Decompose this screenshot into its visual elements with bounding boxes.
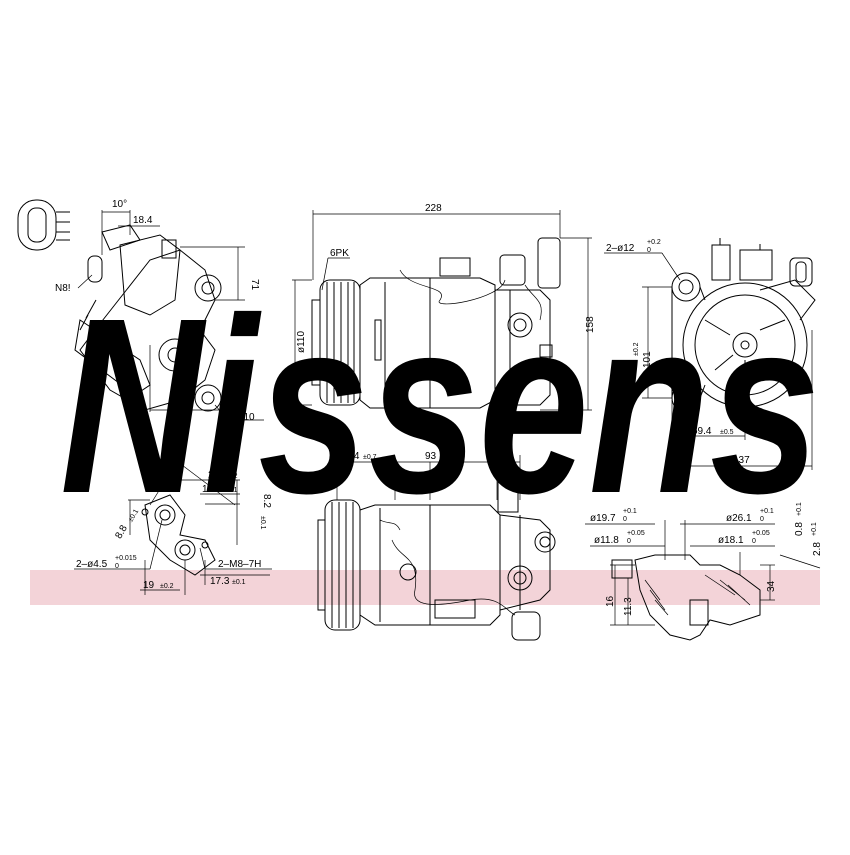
label-22-tol: ±0.2 [224,473,238,480]
label-0-8: 0.8 [794,522,805,536]
label-71: 71 [249,279,260,291]
label-93-tol-up: +0.4 [440,447,454,454]
label-d11-8-tol-up: +0.05 [627,530,645,537]
label-d26-1-tol-up: +0.1 [760,508,774,515]
section-detail: ø19.7 +0.1 0 ø26.1 +0.1 0 0.8 +0.1 ø11.8… [585,502,823,641]
label-d4-5-tol-up: +0.015 [115,555,137,562]
label-22: 22 [208,470,220,481]
side-view-bottom: 58.4 ±0.7 93 +0.4 0 20 14 21.6 [317,447,560,641]
label-59-4-tol: ±0.5 [720,429,734,436]
label-17-3: 17.3 [210,576,230,587]
label-19-7a: 19.7 [202,484,222,495]
label-101-tol: ±0.2 [633,342,640,356]
label-0-8-tol-up: +0.1 [796,502,803,516]
label-101: 101 [642,351,653,368]
rear-view: N8! 10° 18.4 71 2–M10 [17,199,264,423]
nissens-watermark: Nissens [60,266,820,545]
label-17-3-tol: ±0.1 [232,579,246,586]
label-10-deg: 10° [112,199,127,210]
label-21-6: 21.6 [530,471,550,482]
label-d19-7b-tol-up: +0.1 [623,508,637,515]
label-d26-1: ø26.1 [726,513,752,524]
label-18-4: 18.4 [133,215,153,226]
label-n8: N8! [55,283,71,294]
label-2-d12: 2–ø12 [606,243,635,254]
label-14: 14 [409,471,421,482]
label-2-d12-tol-up: +0.2 [647,239,661,246]
label-34: 34 [766,580,777,592]
label-d18-1-tol-lo: 0 [752,538,756,545]
label-d26-1-tol-lo: 0 [760,516,764,523]
label-20: 20 [501,451,513,462]
label-2-m10: 2–M10 [224,412,255,423]
label-58-4: 58.4 [340,451,360,462]
front-view: 2–ø12 +0.2 0 101 ±0.2 59.4 ±0.5 [604,238,816,470]
label-d110: ø110 [296,331,307,353]
label-d11-8: ø11.8 [594,535,619,546]
label-d19-7b: ø19.7 [590,513,616,524]
label-19: 19 [143,580,155,591]
mount-hole-top [194,274,222,302]
label-93: 93 [425,451,437,462]
label-16: 16 [605,595,616,607]
label-93-tol-lo: 0 [440,455,444,462]
label-d18-1: ø18.1 [718,535,744,546]
label-19-7a-tol: ±0.1 [224,487,238,494]
label-d18-1-tol-up: +0.05 [752,530,770,537]
label-2-d4-5: 2–ø4.5 [76,559,108,570]
connector-icon [17,199,70,251]
label-d11-8-tol-lo: 0 [627,538,631,545]
label-58-4-tol: ±0.7 [363,454,377,461]
label-11-3: 11.3 [623,597,634,616]
label-d4-5-tol-lo: 0 [115,563,119,570]
mount-hole-bottom [194,384,222,412]
label-6pk: 6PK [330,248,349,259]
label-137: 137 [733,455,750,466]
label-19-tol: ±0.2 [160,583,174,590]
label-2-8-tol-up: +0.1 [811,522,818,536]
label-228: 228 [425,203,442,214]
label-2-8: 2.8 [812,542,823,556]
label-d19-7b-tol-lo: 0 [623,516,627,523]
section-body [634,554,761,641]
label-8-2: 8.2 [261,494,272,508]
pink-band [30,570,820,605]
label-59-4: 59.4 [692,426,712,437]
label-2-d12-tol-lo: 0 [647,247,651,254]
label-8-2-tol: ±0.1 [259,516,266,530]
label-2-m8-7h: 2–M8–7H [218,559,261,570]
side-view-top: 228 6PK ø110 158 [292,203,596,411]
label-158: 158 [585,316,596,333]
